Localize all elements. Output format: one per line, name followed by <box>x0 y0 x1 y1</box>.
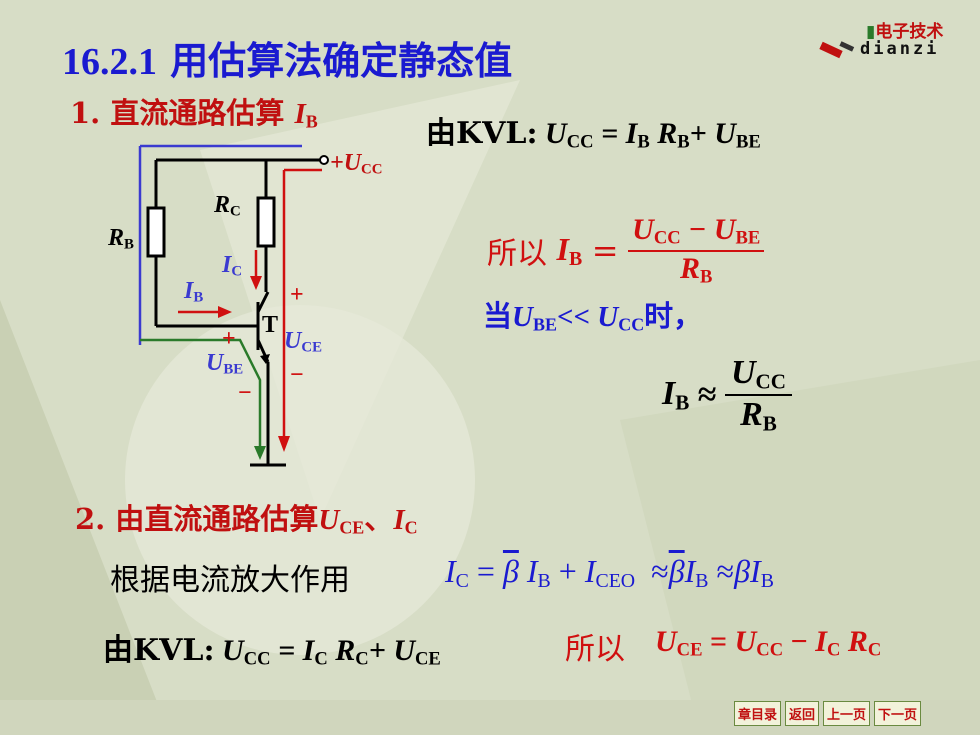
result-lead: 所以 <box>565 632 625 667</box>
logo-cn: ▮电子技术 <box>866 22 944 42</box>
formula2: IB ≈ UCC RB <box>662 354 792 437</box>
section2-heading: 2. 由直流通路估算UCE、IC <box>75 502 418 538</box>
ube-label: UBE <box>206 350 244 378</box>
pen-icon <box>819 41 855 59</box>
formula1: 所以 IB = UCC − UBE RB <box>487 213 765 288</box>
nav-bar: 章目录 返回 上一页 下一页 <box>734 701 922 726</box>
condition-text: 当UBE<< UCC时， <box>483 299 703 335</box>
vcc-label: +UCC <box>330 150 383 178</box>
amplify-equation: IC = β IB + ICEO ≈βIB ≈βIB <box>445 553 774 592</box>
kvl2-equation: 由KVL: UCC = IC RC+ UCE <box>103 633 441 670</box>
ube-plus: + <box>222 326 236 352</box>
uce-label: UCE <box>284 328 323 356</box>
rb-label: RB <box>108 225 134 253</box>
uce-plus: + <box>290 282 304 308</box>
rc-label: RC <box>214 192 241 220</box>
kvl1-equation: 由KVL: UCC = IB RB+ UBE <box>426 116 761 153</box>
next-page-button[interactable]: 下一页 <box>874 701 922 726</box>
uce-minus: − <box>290 362 304 388</box>
page-title: 16.2.1 用估算法确定静态值 <box>62 38 513 83</box>
prev-page-button[interactable]: 上一页 <box>823 701 871 726</box>
chapter-button[interactable]: 章目录 <box>734 701 782 726</box>
logo-en: dianzi <box>860 39 940 59</box>
ic-label: IC <box>222 252 243 280</box>
result-equation: UCE = UCC − IC RC <box>655 625 882 661</box>
amplify-text: 根据电流放大作用 <box>110 563 350 598</box>
back-button[interactable]: 返回 <box>785 701 820 726</box>
circuit-diagram <box>138 144 329 467</box>
ib-label: IB <box>184 278 204 306</box>
transistor-label: T <box>262 312 279 338</box>
ube-minus: − <box>238 380 252 406</box>
section1-heading: 1. 直流通路估算 IB <box>70 96 318 132</box>
